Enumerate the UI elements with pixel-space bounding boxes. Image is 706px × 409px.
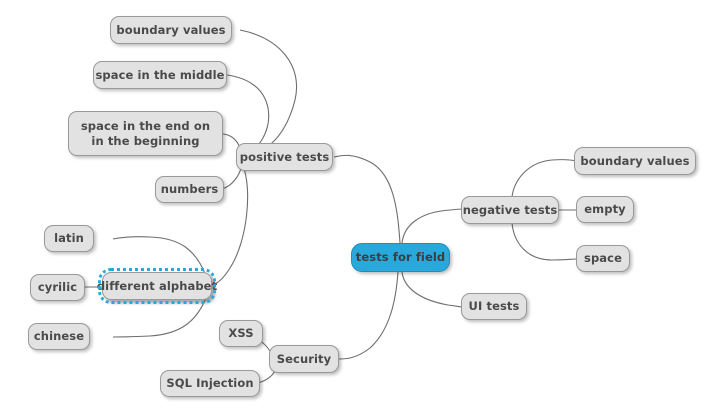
- node-boundary-values-negative[interactable]: boundary values: [574, 147, 696, 175]
- node-numbers[interactable]: numbers: [155, 176, 224, 203]
- node-sql-injection[interactable]: SQL Injection: [160, 370, 260, 397]
- node-space[interactable]: space: [576, 245, 630, 272]
- node-label: boundary values: [116, 22, 226, 37]
- node-label: chinese: [33, 329, 85, 344]
- node-label: space in the end on in the beginning: [80, 119, 211, 148]
- edge-negative-space: [511, 222, 577, 261]
- node-label: positive tests: [239, 149, 330, 164]
- node-negative-tests[interactable]: negative tests: [461, 196, 559, 224]
- node-latin[interactable]: latin: [44, 225, 94, 252]
- node-label: negative tests: [462, 202, 558, 217]
- edge-alphabet-chinese: [112, 297, 207, 338]
- node-label: Security: [276, 351, 332, 366]
- node-boundary-values-positive[interactable]: boundary values: [110, 16, 232, 44]
- node-label: tests for field: [355, 250, 446, 265]
- node-xss[interactable]: XSS: [219, 320, 263, 347]
- node-label: SQL Injection: [166, 376, 254, 391]
- edge-root-negative-tests: [401, 208, 466, 244]
- node-label: space in the middle: [95, 67, 225, 82]
- node-label: XSS: [228, 326, 254, 341]
- node-label: cyrilic: [37, 280, 78, 295]
- edge-alphabet-latin: [112, 236, 207, 277]
- node-security[interactable]: Security: [269, 345, 339, 373]
- node-cyrilic[interactable]: cyrilic: [30, 274, 85, 301]
- node-space-in-the-middle[interactable]: space in the middle: [93, 61, 227, 89]
- edge-root-security: [338, 271, 399, 360]
- node-space-in-the-end-on-in-the-beginning[interactable]: space in the end on in the beginning: [68, 111, 223, 156]
- node-root[interactable]: tests for field: [351, 243, 450, 272]
- node-label: space: [584, 251, 622, 266]
- node-label: UI tests: [468, 299, 520, 314]
- node-ui-tests[interactable]: UI tests: [461, 293, 527, 320]
- node-positive-tests[interactable]: positive tests: [236, 143, 333, 171]
- node-empty[interactable]: empty: [576, 196, 634, 223]
- edge-positive-boundary-values: [239, 29, 297, 158]
- node-chinese[interactable]: chinese: [28, 323, 90, 350]
- edge-root-positive-tests: [333, 154, 401, 244]
- node-label: boundary values: [580, 153, 690, 168]
- node-label: latin: [54, 231, 84, 246]
- node-different-alphabet[interactable]: different alphabet: [97, 268, 217, 304]
- edge-negative-boundary-values: [511, 159, 577, 198]
- node-label: empty: [584, 202, 626, 217]
- node-label: numbers: [160, 182, 219, 197]
- node-label: different alphabet: [96, 278, 218, 293]
- edge-root-ui-tests: [401, 271, 464, 308]
